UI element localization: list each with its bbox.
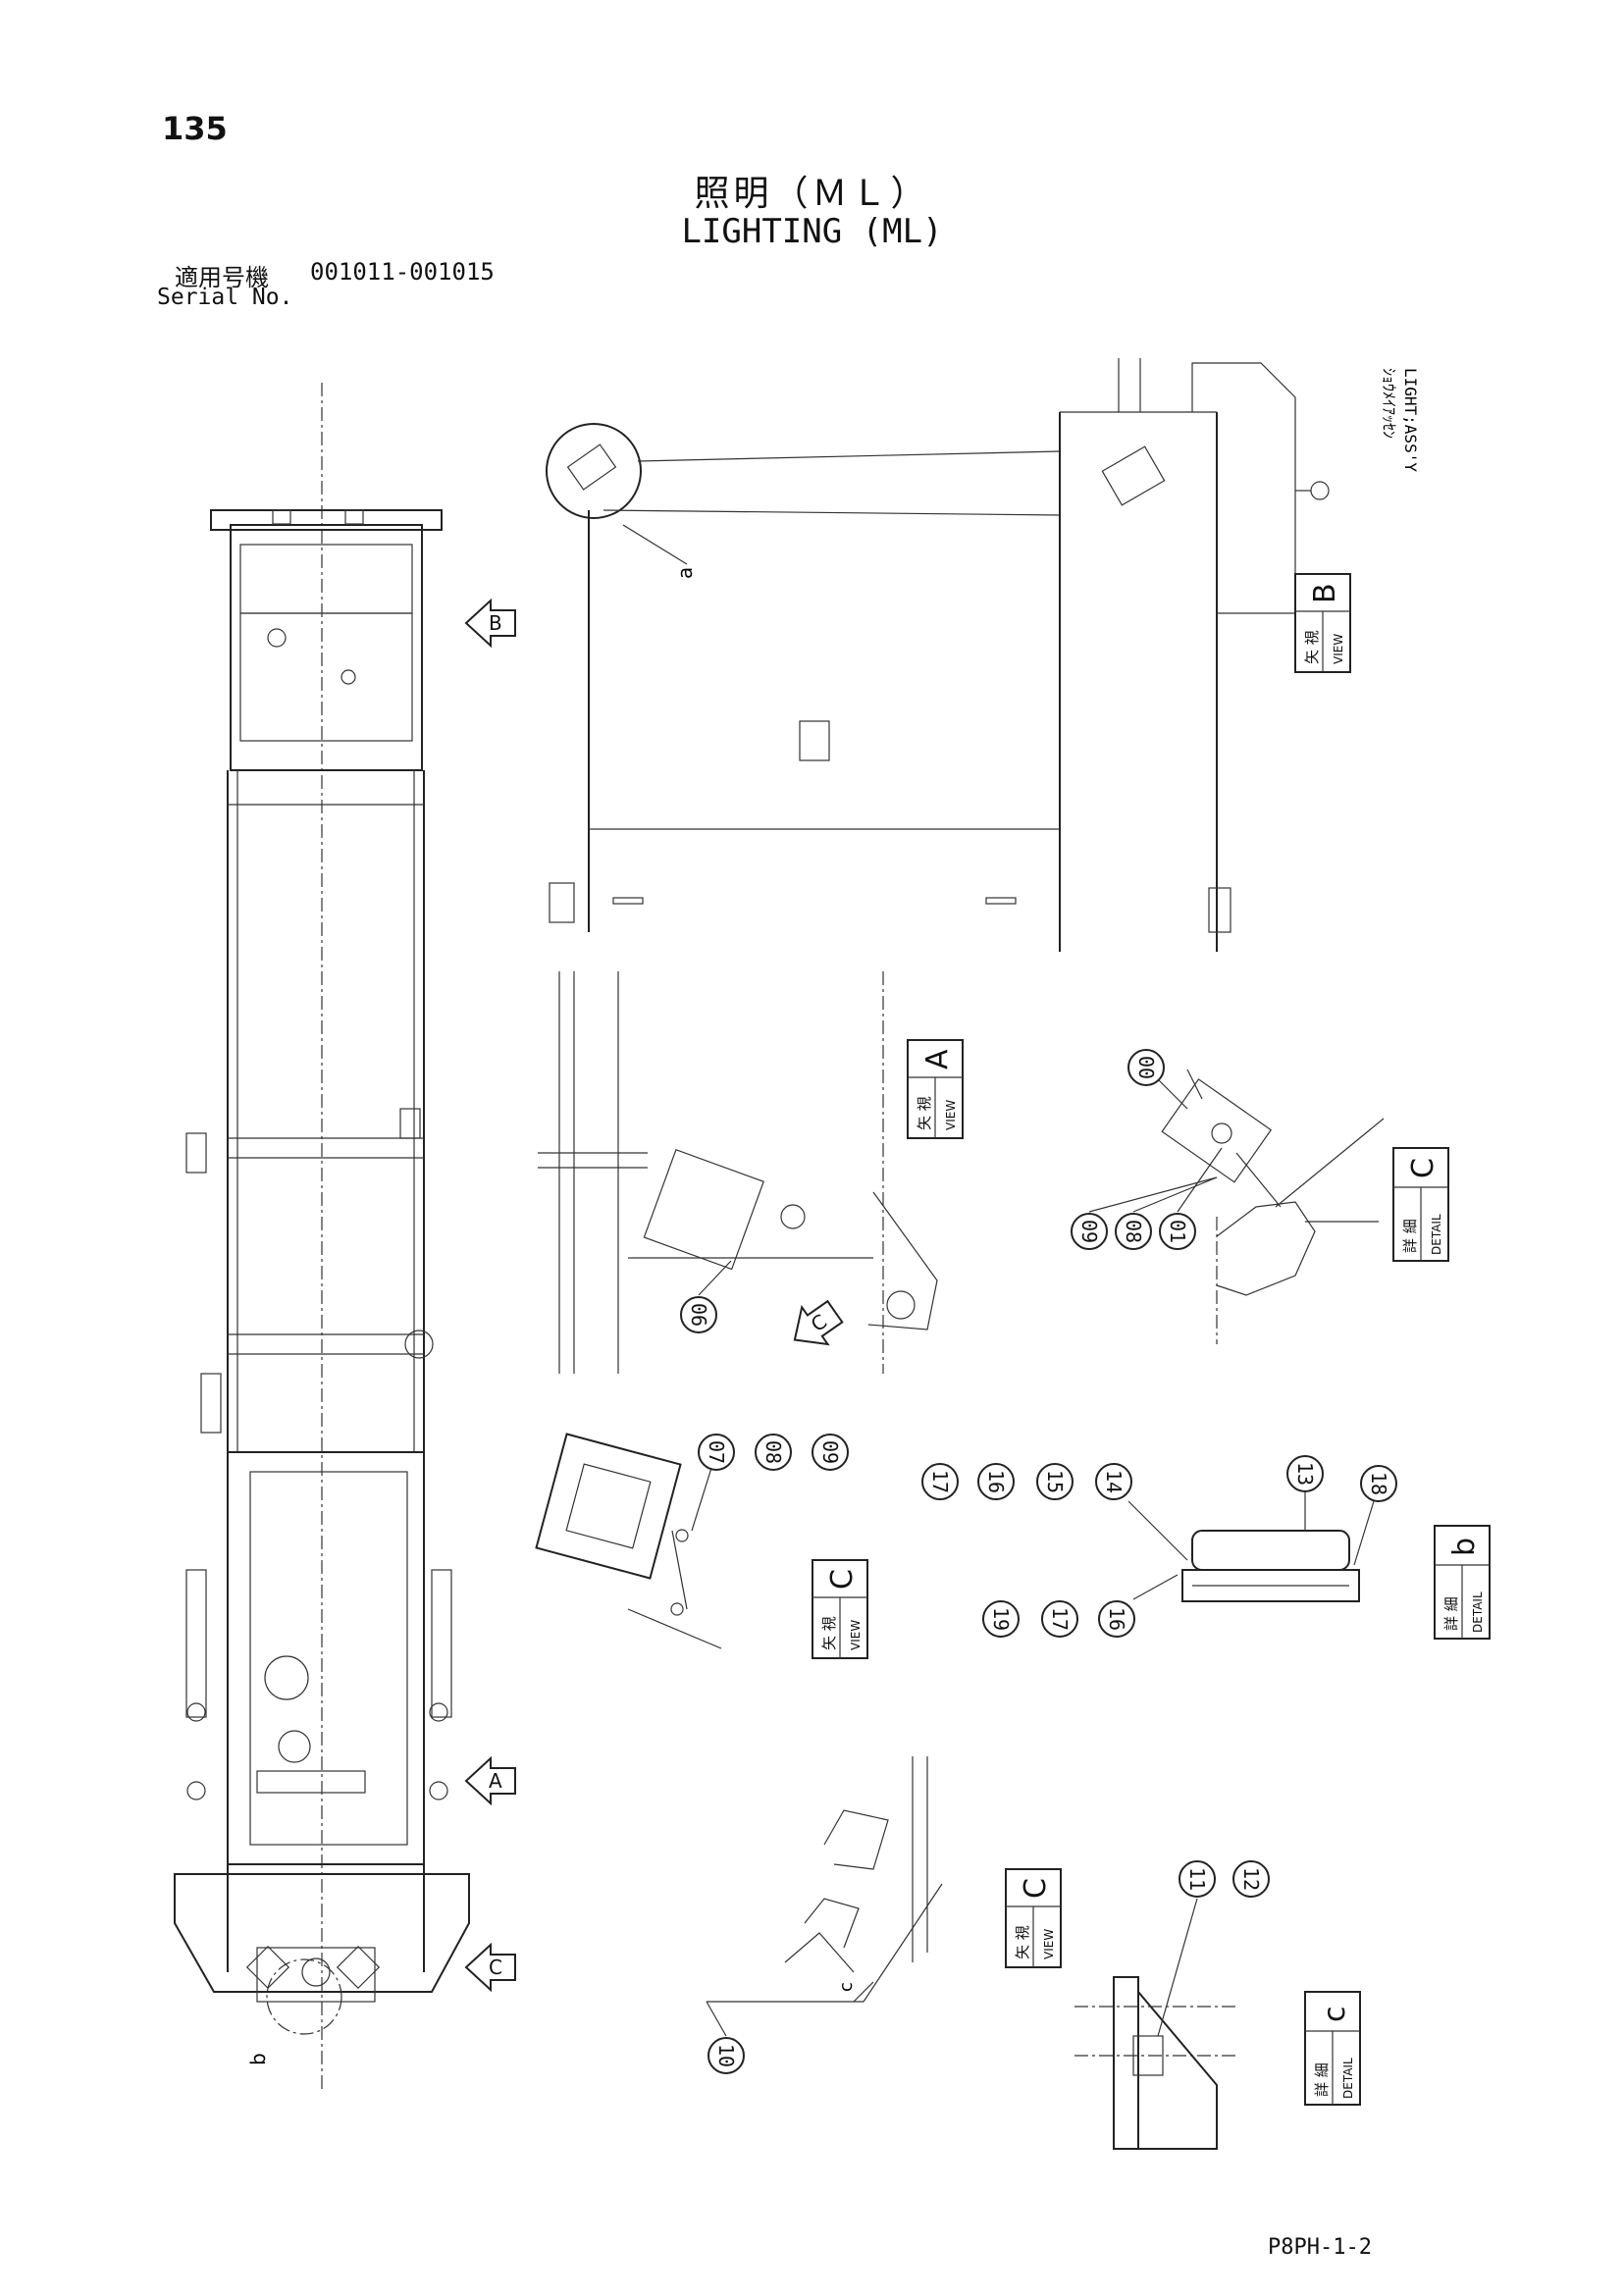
svg-text:c: c xyxy=(1318,2007,1352,2023)
balloon-07: 07 xyxy=(698,1434,735,1471)
view-b-drawing: a xyxy=(546,358,1330,952)
detail-label-c-lower: 詳 細 DETAIL c xyxy=(1304,1991,1361,2106)
svg-text:07: 07 xyxy=(705,1440,728,1464)
svg-text:A: A xyxy=(489,1769,502,1793)
balloon-11: 11 xyxy=(1179,1860,1216,1898)
balloon-00: 00 xyxy=(1127,1049,1165,1086)
side-note-jp: ｼｮｳﾒｲｱｯｾﾝ xyxy=(1380,368,1398,439)
view-label-a: 矢 視 VIEW A xyxy=(907,1039,964,1139)
svg-text:06: 06 xyxy=(687,1303,710,1327)
side-note-en: LIGHT;ASS'Y xyxy=(1401,368,1420,472)
view-label-c-lower: 矢 視 VIEW C xyxy=(1005,1868,1062,1968)
balloon-08-view-c: 08 xyxy=(755,1434,792,1471)
svg-text:14: 14 xyxy=(1102,1470,1126,1493)
svg-text:00: 00 xyxy=(1134,1056,1158,1079)
svg-text:VIEW: VIEW xyxy=(944,1100,958,1130)
view-c-lower-drawing xyxy=(707,1756,943,2003)
svg-text:16: 16 xyxy=(984,1470,1008,1493)
svg-text:矢 視: 矢 視 xyxy=(1014,1925,1031,1959)
serial-range: 001011-001015 xyxy=(310,258,495,286)
title-japanese: 照明（ＭＬ） xyxy=(694,174,930,214)
svg-text:詳 細: 詳 細 xyxy=(1313,2062,1331,2097)
main-assembly-top-view xyxy=(174,383,470,2090)
detail-c-drawing xyxy=(1161,1069,1385,1344)
svg-text:C: C xyxy=(1406,1158,1441,1178)
serial-label-japanese: 適用号機 xyxy=(175,264,269,291)
svg-text:16: 16 xyxy=(1105,1607,1128,1631)
svg-text:詳 細: 詳 細 xyxy=(1401,1219,1419,1253)
svg-text:DETAIL: DETAIL xyxy=(1430,1214,1443,1255)
view-c-lamp-drawing xyxy=(535,1433,722,1649)
balloon-10: 10 xyxy=(707,2037,745,2074)
serial-label-english: Serial No. xyxy=(157,285,293,310)
svg-text:b: b xyxy=(1447,1538,1482,1556)
svg-text:VIEW: VIEW xyxy=(849,1620,863,1650)
view-arrow-c-main: C xyxy=(464,1942,516,1993)
detail-c-bracket-drawing xyxy=(1074,1976,1236,2150)
balloon-17: 17 xyxy=(921,1463,959,1500)
view-arrow-a: A xyxy=(464,1755,516,1806)
document-code: P8PH-1-2 xyxy=(1268,2235,1372,2260)
svg-text:VIEW: VIEW xyxy=(1332,634,1345,664)
svg-text:12: 12 xyxy=(1239,1867,1263,1891)
svg-text:09: 09 xyxy=(1077,1220,1101,1243)
balloon-18: 18 xyxy=(1360,1465,1397,1502)
svg-text:矢 視: 矢 視 xyxy=(820,1616,838,1650)
view-label-c: 矢 視 VIEW C xyxy=(812,1559,868,1659)
svg-text:17: 17 xyxy=(1048,1607,1072,1631)
svg-text:DETAIL: DETAIL xyxy=(1341,2058,1355,2099)
balloon-15: 15 xyxy=(1036,1463,1074,1500)
balloon-01: 01 xyxy=(1159,1213,1196,1250)
svg-text:08: 08 xyxy=(761,1440,785,1464)
view-a-drawing xyxy=(538,971,938,1374)
svg-text:15: 15 xyxy=(1043,1470,1067,1493)
svg-text:A: A xyxy=(920,1049,955,1070)
balloon-06: 06 xyxy=(680,1296,717,1333)
svg-text:C: C xyxy=(1019,1878,1053,1899)
balloon-09-view-c: 09 xyxy=(812,1434,849,1471)
svg-text:DETAIL: DETAIL xyxy=(1471,1592,1485,1633)
view-arrow-c-view-a: C xyxy=(793,1299,844,1346)
leader-lines xyxy=(691,1067,1375,2037)
svg-text:VIEW: VIEW xyxy=(1042,1929,1056,1959)
svg-text:10: 10 xyxy=(714,2044,738,2067)
svg-text:01: 01 xyxy=(1166,1220,1189,1243)
balloon-16: 16 xyxy=(977,1463,1015,1500)
svg-text:矢 視: 矢 視 xyxy=(916,1096,933,1130)
svg-text:19: 19 xyxy=(989,1607,1013,1631)
svg-text:矢 視: 矢 視 xyxy=(1303,630,1321,664)
detail-label-b: 詳 細 DETAIL b xyxy=(1434,1525,1491,1640)
balloon-14: 14 xyxy=(1095,1463,1132,1500)
svg-text:18: 18 xyxy=(1367,1472,1390,1495)
svg-text:B: B xyxy=(1308,583,1342,603)
balloon-16-lower: 16 xyxy=(1098,1600,1135,1638)
svg-text:C: C xyxy=(489,1956,502,1979)
svg-text:13: 13 xyxy=(1293,1462,1317,1486)
svg-text:11: 11 xyxy=(1185,1867,1209,1891)
detail-label-c: 詳 細 DETAIL C xyxy=(1392,1147,1449,1262)
balloon-17-lower: 17 xyxy=(1041,1600,1078,1638)
balloon-12: 12 xyxy=(1232,1860,1270,1898)
svg-text:09: 09 xyxy=(818,1440,842,1464)
svg-text:C: C xyxy=(825,1569,860,1590)
svg-text:詳 細: 詳 細 xyxy=(1442,1596,1460,1631)
detail-marker-c: c xyxy=(836,1982,857,1992)
detail-marker-a: a xyxy=(673,567,697,579)
title-english: LIGHTING (ML) xyxy=(681,212,943,251)
page-number: 135 xyxy=(162,110,228,147)
view-arrow-b: B xyxy=(464,598,516,649)
svg-text:08: 08 xyxy=(1122,1220,1145,1243)
view-label-b: 矢 視 VIEW B xyxy=(1294,573,1351,673)
balloon-13: 13 xyxy=(1286,1455,1324,1492)
balloon-19: 19 xyxy=(982,1600,1020,1638)
detail-marker-b: b xyxy=(246,2053,270,2065)
balloon-08: 08 xyxy=(1115,1213,1152,1250)
svg-text:B: B xyxy=(489,611,502,635)
balloon-09: 09 xyxy=(1071,1213,1108,1250)
svg-text:17: 17 xyxy=(928,1470,952,1493)
detail-b-drawing xyxy=(1181,1530,1360,1602)
